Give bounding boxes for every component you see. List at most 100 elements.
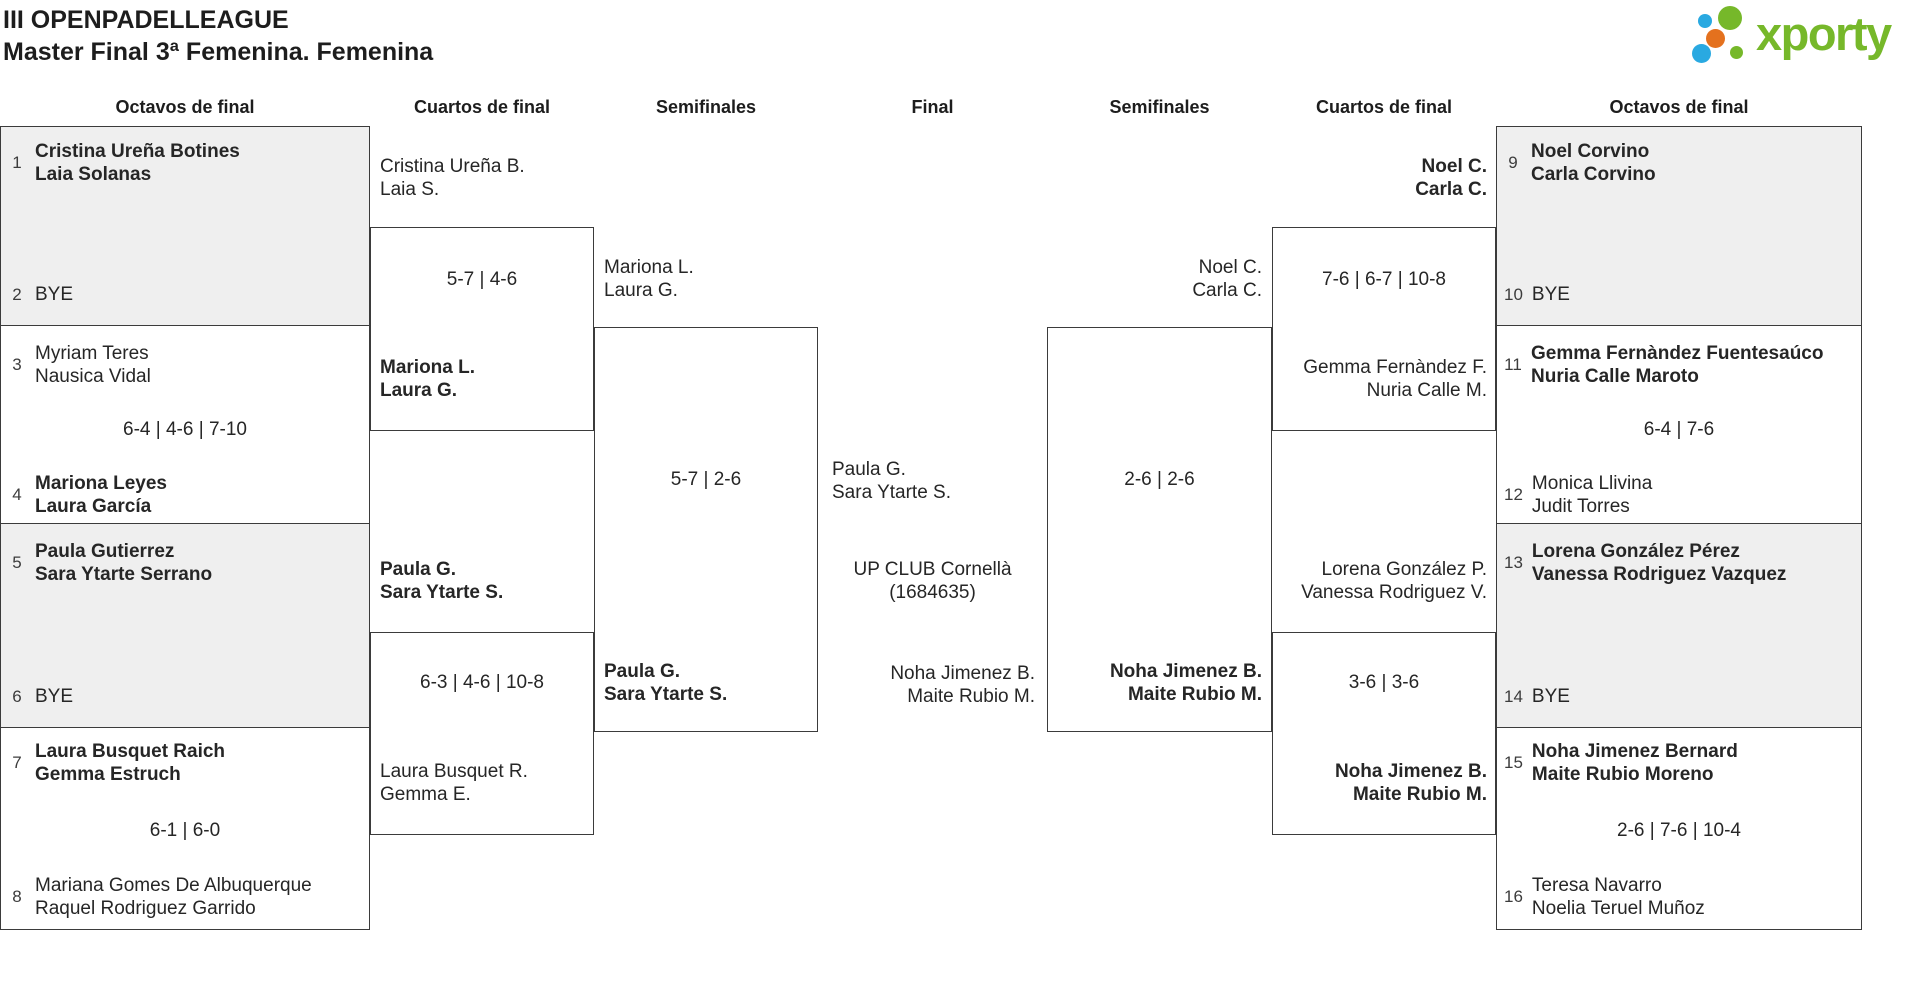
cuartos-left-score-match1: 5-7 | 4-6 <box>446 269 518 290</box>
cuartos-right-score-match1: 7-6 | 6-7 | 10-8 <box>1322 269 1446 290</box>
semis-right-winner[interactable]: Noha Jimenez B.Maite Rubio M. <box>1109 661 1262 705</box>
seed-number: 4 <box>12 485 22 504</box>
octavos-left-box-match4 <box>0 727 370 930</box>
tournament-title: III OPENPADELLEAGUE Master Final 3ª Feme… <box>3 4 433 68</box>
seed-number: 13 <box>1504 553 1523 572</box>
cuartos-left-box-match1 <box>370 227 594 431</box>
team-names: BYE <box>35 284 74 305</box>
team-names: BYE <box>35 686 74 707</box>
cuartos-right-winner-match2[interactable]: Noha Jimenez B.Maite Rubio M. <box>1334 761 1487 805</box>
cuartos-left-team-b[interactable]: Laura Busquet R.Gemma E. <box>380 761 528 805</box>
seed-number: 14 <box>1504 686 1523 706</box>
octavos-left-box-match1 <box>0 126 370 326</box>
octavos-left-score-match2: 6-4 | 4-6 | 7-10 <box>123 419 247 440</box>
octavos-left-score-match4: 6-1 | 6-0 <box>149 820 221 841</box>
xporty-logo[interactable]: xporty <box>1690 4 1892 66</box>
cuartos-right-team-a[interactable]: Gemma Fernàndez F.Nuria Calle M. <box>1303 357 1487 401</box>
round-header-octavos-right: Octavos de final <box>1609 97 1749 117</box>
round-header-cuartos-left: Cuartos de final <box>413 97 551 117</box>
team-entry-seed-6[interactable]: 6 BYE <box>8 685 73 708</box>
semis-left-team-a[interactable]: Mariona L.Laura G. <box>604 257 694 301</box>
cuartos-right-score-match2: 3-6 | 3-6 <box>1348 672 1420 693</box>
cuartos-left-score-match2: 6-3 | 4-6 | 10-8 <box>420 672 544 693</box>
team-names: BYE <box>1531 686 1570 707</box>
semis-left-score: 5-7 | 2-6 <box>670 469 742 490</box>
logo-dot-orange <box>1706 29 1725 48</box>
seed-number: 6 <box>12 686 22 706</box>
logo-dot-green-large <box>1718 6 1742 30</box>
logo-dots <box>1690 4 1748 66</box>
seed-number: 12 <box>1504 485 1523 504</box>
team-entry-seed-10[interactable]: 10 BYE <box>1504 283 1570 306</box>
cuartos-left-box-match2 <box>370 632 594 835</box>
seed-number: 1 <box>12 153 22 172</box>
seed-number: 16 <box>1504 887 1523 906</box>
octavos-right-score-match2: 6-4 | 7-6 <box>1643 419 1715 440</box>
round-header-semis-right: Semifinales <box>1109 97 1210 117</box>
final-finalist-right[interactable]: Noha Jimenez B.Maite Rubio M. <box>890 663 1035 707</box>
octavos-right-box-match1 <box>1496 126 1862 326</box>
semis-left-winner[interactable]: Paula G.Sara Ytarte S. <box>604 661 728 705</box>
round-header-final: Final <box>911 97 954 117</box>
logo-dot-blue-medium <box>1692 44 1711 63</box>
semis-right-team-a[interactable]: Noel C.Carla C. <box>1192 257 1262 301</box>
octavos-right-score-match4: 2-6 | 7-6 | 10-4 <box>1617 820 1741 841</box>
octavos-left-box-match3 <box>0 523 370 728</box>
logo-dot-green-small <box>1730 46 1743 59</box>
cuartos-right-winner-match1[interactable]: Noel C.Carla C. <box>1415 156 1487 200</box>
round-header-cuartos-right: Cuartos de final <box>1315 97 1453 117</box>
round-header-semis-left: Semifinales <box>655 97 757 117</box>
seed-number: 5 <box>12 553 22 572</box>
logo-dot-blue-small <box>1698 14 1712 28</box>
seed-number: 3 <box>12 355 22 374</box>
cuartos-right-team-b[interactable]: Lorena González P.Vanessa Rodriguez V. <box>1301 559 1487 603</box>
seed-number: 11 <box>1504 355 1522 374</box>
seed-number: 15 <box>1504 753 1523 772</box>
cuartos-right-box-match2 <box>1272 632 1496 835</box>
seed-number: 2 <box>12 284 22 304</box>
cuartos-left-team-a[interactable]: Cristina Ureña B.Laia S. <box>380 156 525 200</box>
seed-number: 9 <box>1508 153 1518 172</box>
round-header-octavos-left: Octavos de final <box>115 97 255 117</box>
cuartos-right-box-match1 <box>1272 227 1496 431</box>
seed-number: 10 <box>1504 284 1523 304</box>
team-entry-seed-2[interactable]: 2 BYE <box>8 283 73 306</box>
semis-right-score: 2-6 | 2-6 <box>1124 469 1195 490</box>
semis-right-box <box>1047 327 1272 732</box>
cuartos-left-winner-match1[interactable]: Mariona L.Laura G. <box>380 357 476 401</box>
logo-wordmark: xporty <box>1756 7 1892 60</box>
cuartos-left-winner-match2[interactable]: Paula G.Sara Ytarte S. <box>380 559 504 603</box>
semis-left-box <box>594 327 818 732</box>
tournament-name: III OPENPADELLEAGUE <box>3 6 289 34</box>
category-name: Master Final 3ª Femenina. Femenina <box>3 38 434 66</box>
team-names: BYE <box>1531 284 1570 305</box>
final-finalist-left[interactable]: Paula G.Sara Ytarte S. <box>832 459 951 503</box>
team-entry-seed-14[interactable]: 14 BYE <box>1504 685 1570 708</box>
seed-number: 7 <box>12 753 22 772</box>
